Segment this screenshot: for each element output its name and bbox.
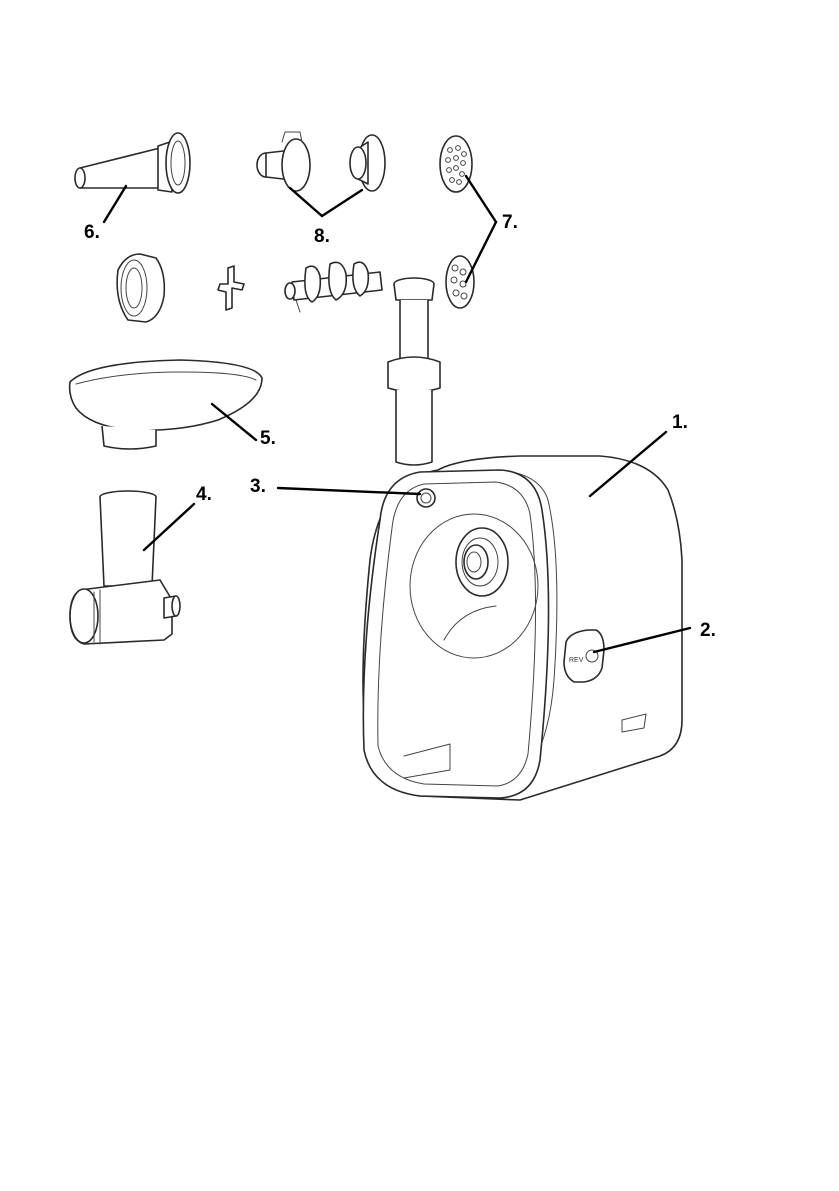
- grinder-head: [70, 491, 180, 644]
- ring-nut: [117, 254, 164, 322]
- callout-2: 2.: [700, 620, 716, 641]
- leader-6: [104, 186, 126, 222]
- leader-7b: [466, 222, 496, 282]
- callout-7: 7.: [502, 212, 518, 233]
- grinding-plate-coarse: [446, 256, 474, 308]
- kebbe-attachment-cone: [257, 132, 310, 191]
- callout-6: 6.: [84, 222, 100, 243]
- feed-auger: [285, 262, 382, 312]
- grinding-plate-fine: [440, 136, 472, 192]
- leader-7a: [466, 176, 496, 222]
- callout-4: 4.: [196, 484, 212, 505]
- head-release-button: [417, 489, 435, 507]
- leader-8: [290, 188, 362, 216]
- power-switch: REV: [564, 630, 604, 682]
- callout-5: 5.: [260, 428, 276, 449]
- svg-text:REV: REV: [569, 657, 584, 664]
- food-tray: [70, 360, 262, 449]
- sausage-nozzle: [75, 133, 190, 193]
- food-pusher: [388, 278, 440, 465]
- motor-body: [363, 456, 682, 800]
- kebbe-attachment-ring: [350, 135, 385, 191]
- callout-8: 8.: [314, 226, 330, 247]
- grinder-outlet: [456, 528, 508, 596]
- cross-blade: [218, 266, 244, 310]
- callout-3: 3.: [250, 476, 266, 497]
- callout-1: 1.: [672, 412, 688, 433]
